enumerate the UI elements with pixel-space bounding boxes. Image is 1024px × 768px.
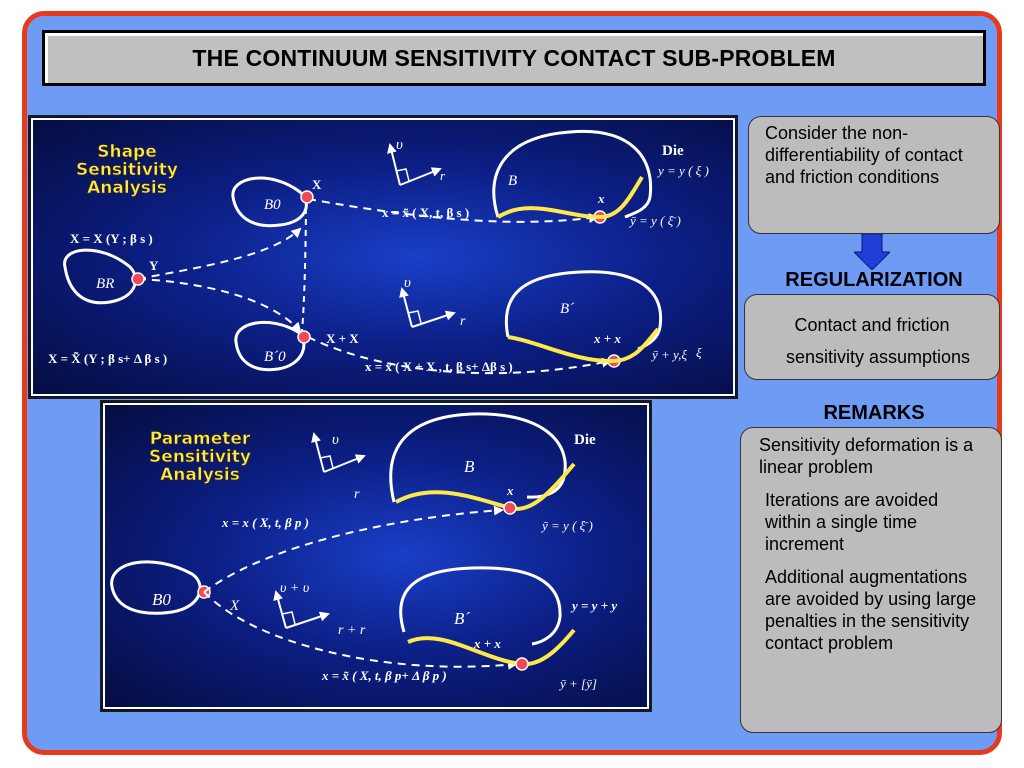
param-heading-line3: Analysis — [160, 465, 240, 485]
param-map-bottom — [203, 591, 518, 670]
body-bp0 — [234, 320, 306, 372]
param-label-bp: B´ — [454, 609, 470, 628]
shape-sensitivity-diagram: Shape Sensitivity Analysis BR B0 B´0 Y X… — [48, 129, 709, 375]
param-label-nu-plus: υ + υ — [280, 581, 309, 596]
label-bp: B´ — [560, 301, 575, 317]
point-x-plus — [297, 330, 311, 344]
axes-icon-top — [387, 143, 442, 186]
consider-text: Consider the non-differentiability of co… — [765, 123, 963, 187]
label-bp0: B´0 — [264, 349, 286, 365]
axes-icon-bottom — [399, 287, 456, 328]
title-bar: THE CONTINUUM SENSITIVITY CONTACT SUB-PR… — [42, 30, 986, 86]
die-curve-top — [496, 175, 644, 220]
param-label-r-plus: r + r — [338, 623, 366, 638]
param-x-eq2: x = x̃ ( X, t, β p+ Δ β p ) — [321, 668, 447, 683]
label-br: BR — [96, 276, 114, 292]
parameter-sensitivity-diagram: Parameter Sensitivity Analysis B0 X x = … — [110, 412, 617, 691]
label-b: B — [508, 173, 517, 189]
label-r-top: r — [440, 168, 446, 183]
point-x — [300, 190, 314, 204]
assumptions-line1: Contact and friction — [794, 315, 950, 335]
shape-heading-line3: Analysis — [87, 178, 167, 198]
parameter-sensitivity-panel: Parameter Sensitivity Analysis B0 X x = … — [100, 400, 652, 712]
shape-heading-line1: Shape — [97, 142, 157, 162]
slide-title: THE CONTINUUM SENSITIVITY CONTACT SUB-PR… — [192, 44, 836, 71]
map-br-to-b0 — [137, 227, 302, 280]
x-map2-equation: X = X̃ (Y ; β s+ Δ β s ) — [48, 351, 167, 366]
label-b0: B0 — [264, 197, 281, 213]
param-label-y-plus: y = y + y — [570, 598, 617, 613]
label-y-xi: y = y ( ξ ) — [656, 163, 709, 178]
consider-box: Consider the non-differentiability of co… — [748, 116, 1000, 234]
param-label-ybar-bracket: ȳ + [ȳ] — [558, 676, 597, 691]
assumptions-box: Contact and friction sensitivity assumpt… — [744, 294, 1000, 380]
label-r-bottom: r — [460, 314, 466, 329]
label-x-point: X — [312, 177, 322, 192]
map-b0-to-b — [307, 198, 599, 224]
param-label-r: r — [354, 487, 360, 502]
remark-item: Additional augmentations are avoided by … — [765, 567, 977, 653]
map-br-to-bp0 — [137, 278, 302, 333]
shape-heading-line2: Sensitivity — [76, 160, 178, 180]
param-body-bp — [399, 566, 562, 646]
x-eq2: x = x̃ ( X + X , t, β s+ Δβ s ) — [365, 359, 513, 374]
label-nu-top: υ — [396, 137, 403, 153]
shape-sensitivity-panel: Shape Sensitivity Analysis BR B0 B´0 Y X… — [28, 115, 738, 399]
remarks-box: Sensitivity deformation is a linear prob… — [740, 427, 1002, 733]
label-die: Die — [662, 143, 684, 159]
param-label-ybar-xi: ȳ = y ( ξ̄ ) — [540, 518, 593, 533]
point-y — [131, 272, 145, 286]
param-label-die: Die — [574, 432, 596, 448]
assumptions-line2: sensitivity assumptions — [785, 347, 971, 367]
die-curve-bottom — [507, 327, 660, 364]
label-x-plus-xdot-small: x + x — [593, 331, 621, 346]
x-eq1: x = x̃ ( X, t, β s ) — [382, 205, 469, 220]
param-body-b — [389, 412, 567, 503]
label-y-point: Y — [149, 258, 159, 273]
body-b — [492, 129, 653, 219]
body-bp — [504, 270, 663, 351]
remark-item: Sensitivity deformation is a linear prob… — [759, 435, 974, 477]
regularization-heading: REGULARIZATION — [785, 269, 963, 291]
map-b0-to-bp0 — [301, 196, 307, 332]
map-bp0-to-bp — [307, 336, 612, 375]
label-x-small: x — [597, 191, 605, 206]
remark-item: Iterations are avoided within a single t… — [765, 490, 939, 554]
label-x-plus-xdot: X + X — [326, 331, 359, 346]
param-heading-line2: Sensitivity — [149, 447, 251, 467]
x-map-equation: X = X (Y ; β s ) — [70, 231, 153, 246]
param-label-b0: B0 — [152, 590, 171, 609]
param-x-eq1: x = x ( X, t, β p ) — [221, 515, 309, 530]
param-heading-line1: Parameter — [150, 429, 251, 449]
param-label-x-small: x — [506, 483, 514, 498]
param-label-b: B — [464, 457, 475, 476]
remarks-heading: REMARKS — [823, 402, 925, 424]
param-axes-icon-top — [311, 432, 366, 473]
label-xi-dot: ξ — [696, 345, 702, 360]
param-map-top — [203, 505, 504, 593]
label-nu-bottom: υ — [404, 275, 411, 291]
label-ybar-plus: ȳ + y,ξ — [650, 347, 687, 362]
param-axes-icon-bottom — [273, 590, 330, 629]
param-label-nu: υ — [332, 432, 339, 448]
param-point-x-small — [503, 501, 517, 515]
down-arrow-icon — [854, 234, 890, 270]
label-ybar-xi: ȳ = y ( ξ̄ ) — [628, 213, 681, 228]
param-point-x-plus — [515, 657, 529, 671]
param-label-x-plus-xdot: x + x — [473, 636, 501, 651]
param-label-x-point: X — [229, 598, 240, 614]
param-die-curve-top — [395, 462, 576, 511]
